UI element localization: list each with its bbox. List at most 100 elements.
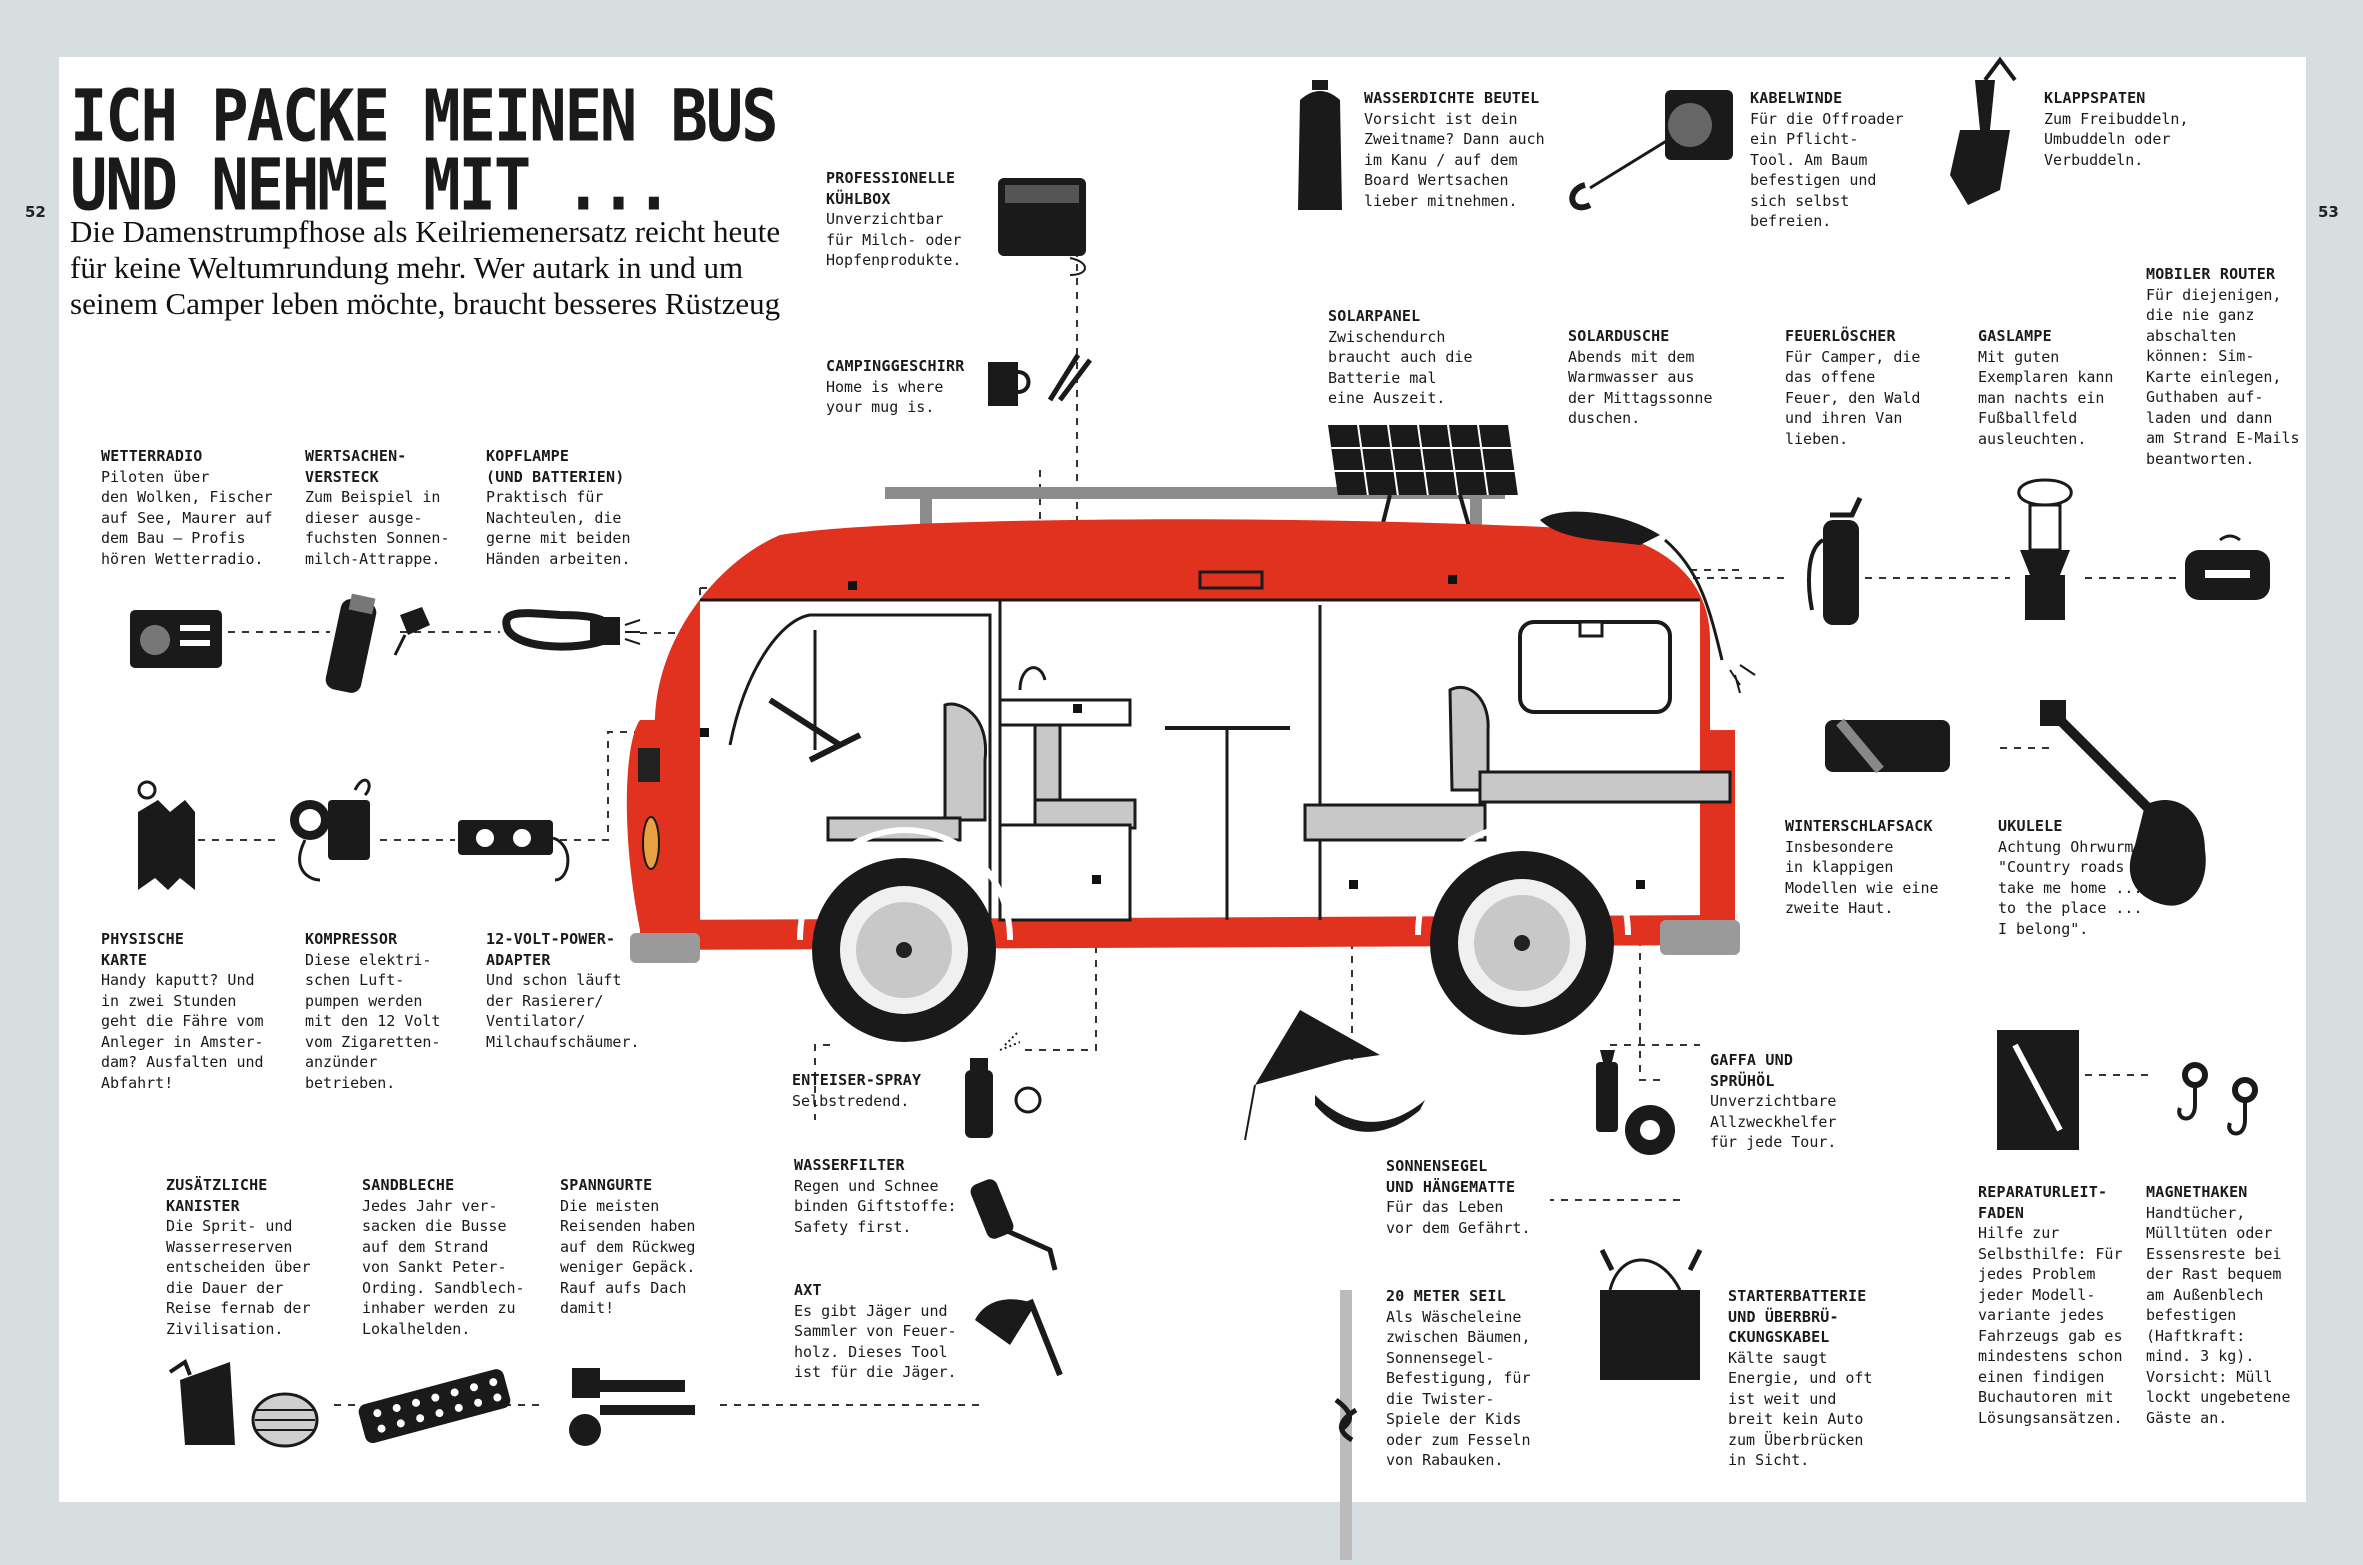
item-title: SANDBLECHE <box>362 1176 455 1194</box>
item-title: MAGNETHAKEN <box>2146 1183 2248 1201</box>
mug-and-cutlery-icon <box>988 353 1092 406</box>
item-text: Zum Beispiel in dieser ausge- fuchsten S… <box>305 488 450 568</box>
page-number-right: 53 <box>2318 203 2339 221</box>
item-wetterradio: WETTERRADIO Piloten über den Wolken, Fisc… <box>101 446 273 569</box>
item-text: Zum Freibuddeln, Umbuddeln oder Verbudde… <box>2044 109 2189 169</box>
item-feuerloescher: FEUERLÖSCHER Für Camper, die das offene F… <box>1785 326 1920 449</box>
headline: ICH PACKE MEINEN BUS UND NEHME MIT ... <box>70 73 779 227</box>
item-title: KOPFLAMPE (UND BATTERIEN) <box>486 447 625 486</box>
repair-manual-icon <box>1997 1030 2079 1150</box>
sleeping-bag-icon <box>1825 718 1950 774</box>
item-title: PHYSISCHE KARTE <box>101 930 185 969</box>
weather-radio-icon <box>130 610 222 668</box>
axe-icon <box>975 1298 1063 1377</box>
item-title: STARTERBATTERIE UND ÜBERBRÜ- CKUNGSKABEL <box>1728 1287 1867 1346</box>
item-title: KOMPRESSOR <box>305 930 398 948</box>
item-text: Für die Offroader ein Pflicht- Tool. Am … <box>1750 109 1904 231</box>
headlamp-icon <box>502 609 641 651</box>
item-title: WINTERSCHLAFSACK <box>1785 817 1933 835</box>
item-text: Und schon läuft der Rasierer/ Ventilator… <box>486 971 640 1051</box>
item-sandbleche: SANDBLECHE Jedes Jahr ver- sacken die Bus… <box>362 1175 525 1339</box>
item-title: WASSERDICHTE BEUTEL <box>1364 89 1540 107</box>
item-spanngurte: SPANNGURTE Die meisten Reisenden haben au… <box>560 1175 695 1319</box>
item-title: MOBILER ROUTER <box>2146 265 2276 283</box>
item-title: ZUSÄTZLICHE KANISTER <box>166 1176 268 1215</box>
item-text: Praktisch für Nachteulen, die gerne mit … <box>486 488 631 568</box>
magnetic-hooks-icon <box>2177 1062 2258 1136</box>
item-title: FEUERLÖSCHER <box>1785 327 1896 345</box>
sand-ladder-icon <box>358 1369 511 1444</box>
item-text: Piloten über den Wolken, Fischer auf See… <box>101 467 273 568</box>
item-text: Die Sprit- und Wasserreserven entscheide… <box>166 1217 311 1338</box>
de-icer-spray-icon <box>965 1032 1042 1138</box>
sun-sail-and-hammock-icon <box>1244 1010 1425 1141</box>
item-title: WERTSACHEN- VERSTECK <box>305 447 407 486</box>
item-text: Für Camper, die das offene Feuer, den Wa… <box>1785 347 1921 448</box>
folded-map-icon <box>137 780 195 890</box>
item-text: Handtücher, Mülltüten oder Essensreste b… <box>2146 1203 2291 1427</box>
item-solardusche: SOLARDUSCHE Abends mit dem Warmwasser aus… <box>1568 326 1713 429</box>
item-title: SONNENSEGEL UND HÄNGEMATTE <box>1386 1157 1516 1196</box>
page-number-left: 52 <box>25 203 46 221</box>
item-klappspaten: KLAPPSPATEN Zum Freibuddeln, Umbuddeln od… <box>2044 88 2189 170</box>
item-title: KABELWINDE <box>1750 89 1843 107</box>
camper-bus-illustration <box>626 425 1756 1042</box>
item-title: WASSERFILTER <box>794 1156 905 1174</box>
gas-lamp-icon <box>2017 478 2073 620</box>
water-filter-icon <box>970 1179 1058 1271</box>
item-text: Für diejenigen, die nie ganz abschalten … <box>2146 285 2300 468</box>
item-wasserfilter: WASSERFILTER Regen und Schnee binden Gift… <box>794 1155 957 1237</box>
item-text: Kälte saugt Energie, und oft ist weit un… <box>1728 1348 1873 1470</box>
item-kompressor: KOMPRESSOR Diese elektri- schen Luft- pum… <box>305 929 440 1093</box>
item-title: WETTERRADIO <box>101 447 203 465</box>
item-title: PROFESSIONELLE KÜHLBOX <box>826 169 956 208</box>
item-beutel: WASSERDICHTE BEUTEL Vorsicht ist dein Zwe… <box>1364 88 1545 211</box>
item-text: Es gibt Jäger und Sammler von Feuer- hol… <box>794 1301 957 1382</box>
starter-battery-icon <box>1599 1248 1703 1380</box>
item-title: 12-VOLT-POWER- ADAPTER <box>486 930 616 969</box>
item-text: Unverzichtbare Allzweckhelfer für jede T… <box>1710 1092 1837 1151</box>
item-enteiser: ENTEISER-SPRAY Selbstredend. <box>792 1070 921 1111</box>
item-title: SOLARPANEL <box>1328 307 1421 325</box>
item-text: Die meisten Reisenden haben auf dem Rück… <box>560 1196 696 1318</box>
item-text: Selbstredend. <box>792 1091 910 1110</box>
item-title: REPARATURLEIT- FADEN <box>1978 1183 2108 1222</box>
item-title: ENTEISER-SPRAY <box>792 1071 922 1089</box>
item-kabelwinde: KABELWINDE Für die Offroader ein Pflicht-… <box>1750 88 1904 232</box>
item-title: SOLARDUSCHE <box>1568 327 1670 345</box>
folding-shovel-icon <box>1950 56 2017 205</box>
item-text: Achtung Ohrwurm: "Country roads ... take… <box>1998 837 2161 938</box>
item-text: Unverzichtbar für Milch- oder Hopfenprod… <box>826 210 962 269</box>
item-title: SPANNGURTE <box>560 1176 653 1194</box>
intro-text: Die Damenstrumpfhose als Keilriemenersat… <box>70 214 781 321</box>
item-text: Vorsicht ist dein Zweitname? Dann auch i… <box>1364 109 1545 210</box>
item-text: Handy kaputt? Und in zwei Stunden geht d… <box>101 971 264 1092</box>
item-text: Regen und Schnee binden Giftstoffe: Safe… <box>794 1176 957 1236</box>
rope-icon <box>1334 1290 1358 1560</box>
item-text: Abends mit dem Warmwasser aus der Mittag… <box>1568 347 1713 428</box>
item-router: MOBILER ROUTER Für diejenigen, die nie ga… <box>2146 264 2300 469</box>
mobile-router-icon <box>2185 534 2270 600</box>
item-title: KLAPPSPATEN <box>2044 89 2146 107</box>
power-adapter-icon <box>458 820 570 882</box>
item-text: Für das Leben vor dem Gefährt. <box>1386 1198 1531 1237</box>
ratchet-strap-icon <box>569 1368 695 1446</box>
item-text: Diese elektri- schen Luft- pumpen werden… <box>305 950 441 1092</box>
sunscreen-safe-icon <box>325 593 430 693</box>
item-text: Jedes Jahr ver- sacken die Busse auf dem… <box>362 1196 525 1338</box>
wheel-rear <box>1430 851 1614 1035</box>
compressor-icon <box>290 778 371 882</box>
